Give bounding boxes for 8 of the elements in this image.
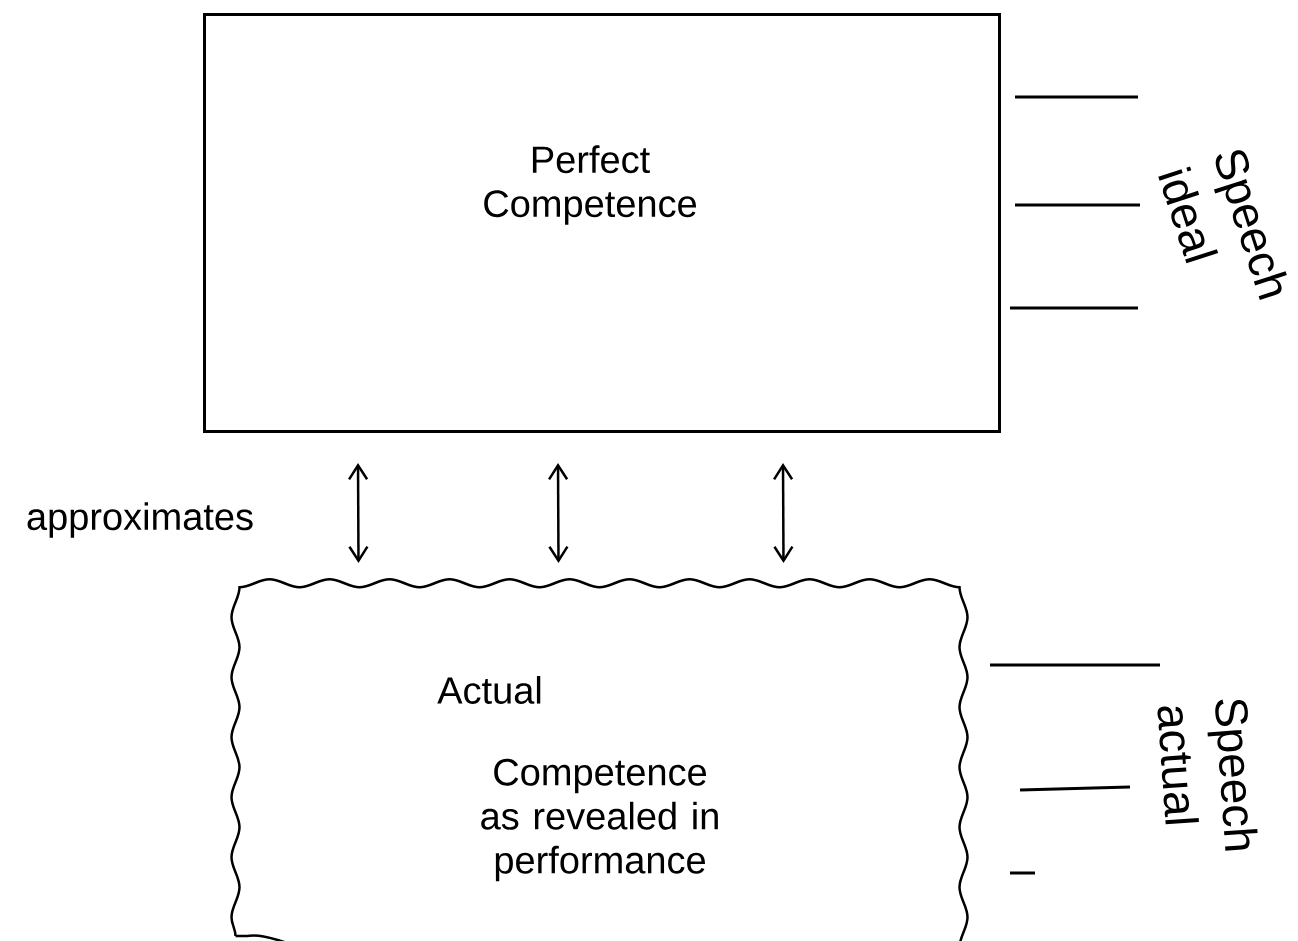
double-arrow — [348, 463, 369, 563]
approximation-label: approximates — [27, 502, 253, 538]
wavy-box: Actual Competence as revealed in performance — [230, 578, 969, 941]
double-arrow — [548, 463, 569, 563]
process-box: Perfect Competence — [203, 13, 1001, 433]
double-arrow — [773, 463, 794, 563]
vertical-label: actual — [1157, 706, 1199, 825]
vertical-label: Speech — [1207, 699, 1258, 851]
